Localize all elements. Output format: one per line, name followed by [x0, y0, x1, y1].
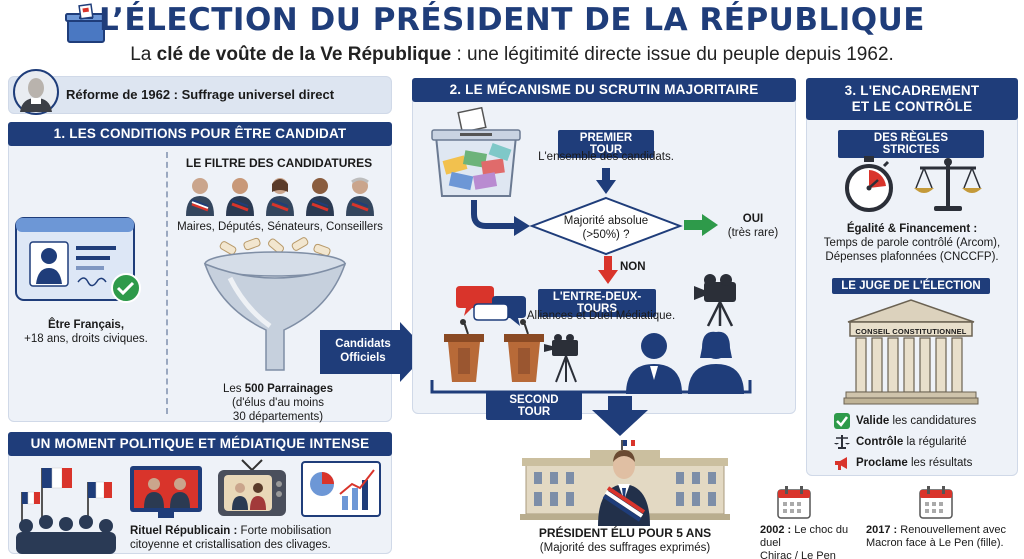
section3-title: 3. L'ENCADREMENT ET LE CONTRÔLE	[806, 78, 1018, 120]
funnel-icon	[203, 237, 347, 371]
retro-tv-icon	[218, 459, 286, 516]
candidates-silhouettes-icon	[626, 331, 744, 394]
section2-title: 2. LE MÉCANISME DU SCRUTIN MAJORITAIRE	[412, 78, 796, 102]
council-role-2: Contrôle la régularité	[856, 436, 967, 448]
filter-title: LE FILTRE DES CANDIDATURES	[185, 156, 373, 170]
arrow-to-president	[592, 396, 648, 436]
scales-icon	[914, 158, 982, 211]
reform-label: Réforme de 1962 : Suffrage universel dir…	[66, 87, 335, 102]
president-icon	[598, 440, 650, 526]
history-2002: 2002 : Le choc du duel Chirac / Le Pen (…	[760, 524, 849, 559]
official-candidates-label: Candidats Officiels	[335, 338, 391, 364]
page-title: L’ÉLECTION DU PRÉSIDENT DE LA RÉPUBLIQUE	[99, 2, 925, 38]
second-round-bracket	[430, 380, 752, 394]
section1-title: 1. LES CONDITIONS POUR ÊTRE CANDIDAT	[8, 122, 392, 146]
equality-title: Égalité & Financement :	[846, 223, 978, 235]
check-icon	[834, 413, 850, 429]
official-candidates-arrow	[320, 322, 428, 382]
ballot-box-icon	[65, 3, 107, 43]
arrow-no	[598, 256, 618, 284]
officials-icon	[186, 177, 374, 216]
ballot-box-envelopes-icon	[431, 106, 521, 197]
yes-note: (très rare)	[727, 227, 779, 239]
majority-decision-diamond	[529, 196, 683, 256]
equality-desc: Temps de parole contrôlé (Arcom), Dépens…	[823, 237, 1001, 263]
between-rounds-label: L'ENTRE-DEUX-TOURS	[538, 289, 656, 317]
tv-camera-icon	[694, 274, 736, 327]
debate-bubbles-icon	[456, 286, 526, 326]
arrow-down-1	[596, 168, 616, 194]
arrow-yes	[684, 214, 718, 236]
sponsorships: Les 500 Parrainages (d'élus d'au moins 3…	[223, 383, 333, 423]
portrait-icon	[13, 69, 59, 115]
yes-label: OUI	[742, 213, 764, 225]
between-rounds-desc: Alliances et Duel Médiatique.	[526, 310, 676, 322]
council-role-1: Valide les candidatures	[856, 415, 977, 427]
president-elected: PRÉSIDENT ÉLU POUR 5 ANS	[538, 526, 712, 540]
first-round-desc: L'ensemble des candidats.	[538, 151, 674, 163]
majority-question: Majorité absolue (>50%) ?	[563, 215, 649, 241]
section1-divider	[166, 152, 168, 414]
id-card-icon	[15, 217, 141, 303]
media-title: UN MOMENT POLITIQUE ET MÉDIATIQUE INTENS…	[8, 432, 392, 456]
polls-chart-icon	[301, 461, 381, 517]
president-elected-note: (Majorité des suffrages exprimés)	[539, 542, 711, 554]
page-subtitle: La clé de voûte de la Ve République : un…	[130, 44, 894, 65]
constitutional-council-building	[843, 299, 979, 405]
tv-debate-icon	[130, 466, 202, 518]
media-caption: Rituel Républicain : Forte mobilisation …	[130, 525, 332, 551]
officials-label: Maires, Députés, Sénateurs, Conseillers	[177, 221, 383, 233]
council-label: CONSEIL CONSTITUTIONNEL	[855, 327, 967, 336]
id-conditions: Être Français, +18 ans, droits civiques.	[24, 319, 148, 345]
reform-banner	[8, 76, 392, 114]
council-role-3: Proclame les résultats	[856, 457, 973, 469]
no-label: NON	[620, 261, 646, 273]
strict-rules-label: DES RÈGLES STRICTES	[838, 130, 984, 158]
scales-icon	[834, 435, 850, 449]
stopwatch-icon	[845, 156, 893, 212]
crowd-flags-icon	[16, 467, 116, 554]
first-round-label: PREMIER TOUR	[558, 130, 654, 158]
flow-arrow-to-majority	[471, 200, 530, 236]
calendar-icon	[919, 486, 953, 519]
second-round-label: SECOND TOUR	[486, 392, 582, 420]
election-judge-label: LE JUGE DE L'ÉLECTION	[832, 278, 990, 294]
history-2017: 2017 : Renouvellement avec Macron face à…	[866, 524, 1007, 549]
calendar-icon	[777, 486, 811, 519]
megaphone-icon	[835, 457, 847, 470]
podiums-icon	[444, 319, 578, 383]
